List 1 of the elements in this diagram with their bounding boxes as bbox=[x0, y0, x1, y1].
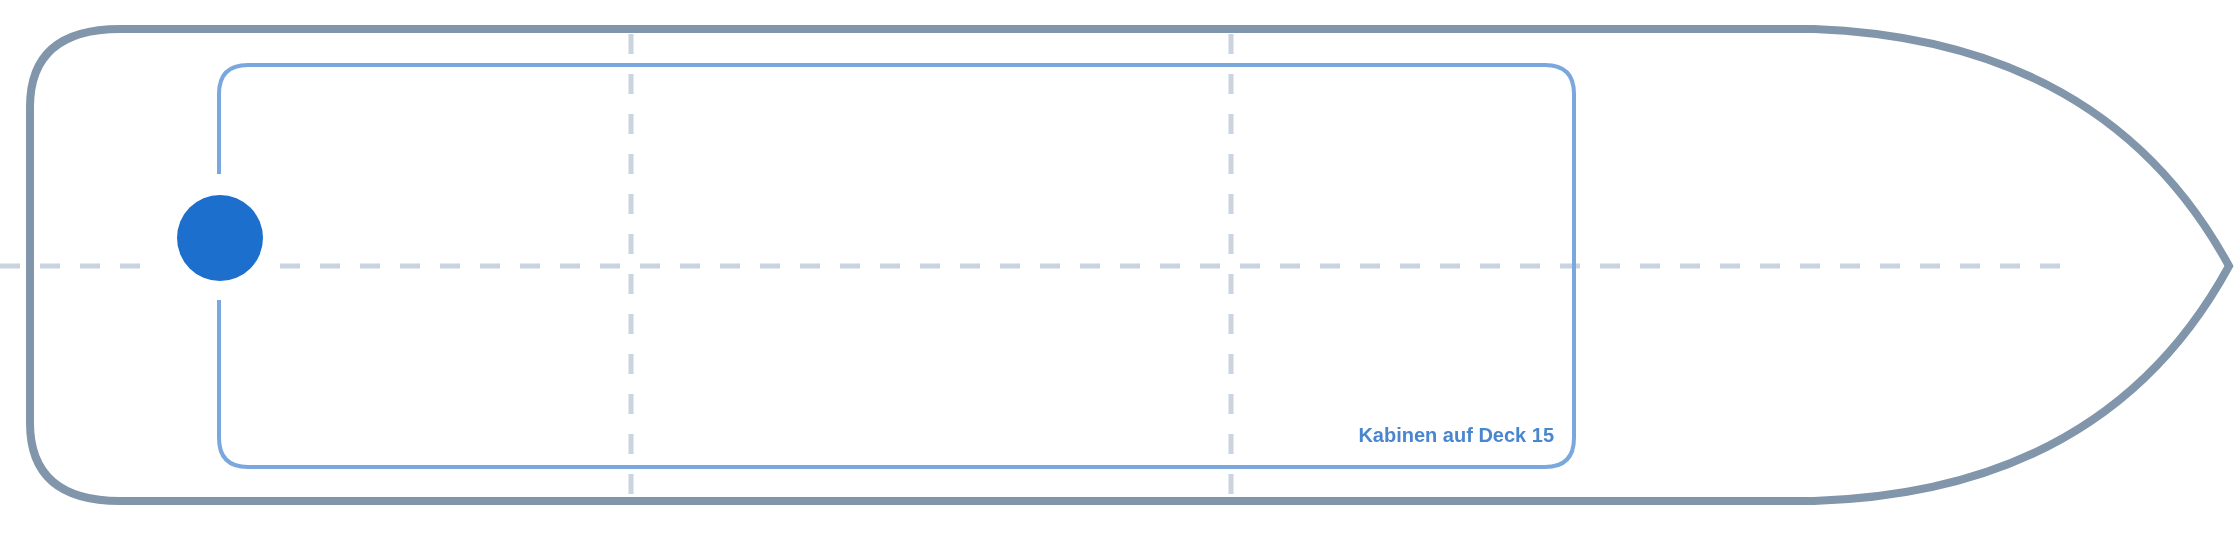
zone-label: Kabinen auf Deck 15 bbox=[1358, 424, 1554, 447]
